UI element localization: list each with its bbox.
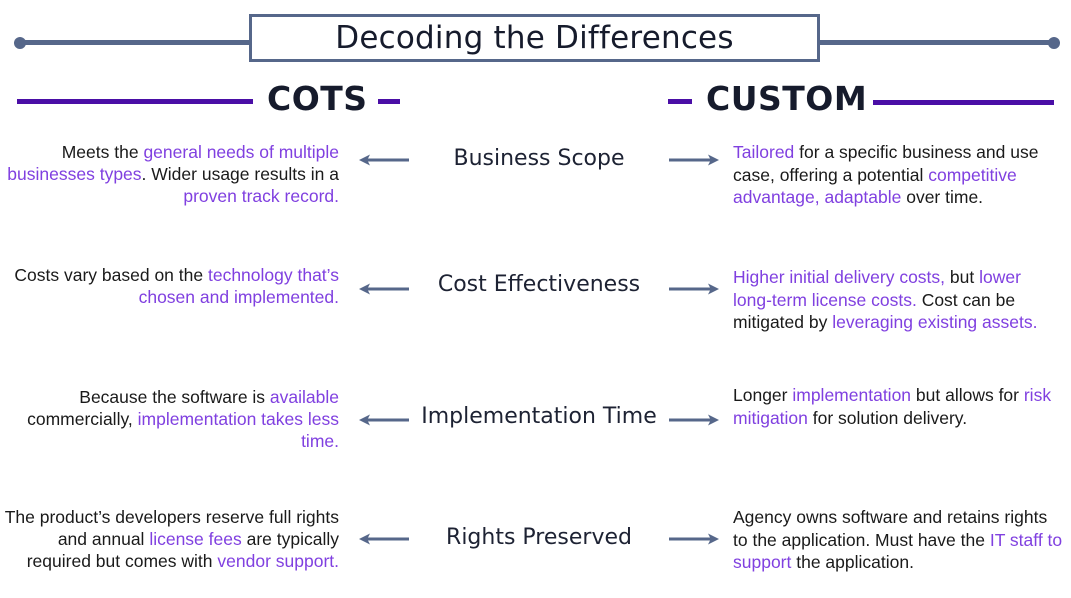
custom-accent-line-long <box>873 100 1054 105</box>
body-text: commercially, <box>27 409 138 429</box>
highlighted-text: implementation takes less time. <box>137 409 339 451</box>
body-text: for a specific business and use case, of… <box>733 142 1039 185</box>
highlighted-text: IT staff to support <box>733 529 1063 573</box>
cots-accent-line-long <box>17 99 253 104</box>
body-text: . Wider usage results in a <box>141 164 339 184</box>
highlighted-text: available <box>269 387 339 407</box>
arrow-right-icon <box>669 414 719 426</box>
cots-accent-line-short <box>378 99 400 104</box>
body-text: The product’s developers reserve full ri… <box>4 507 339 549</box>
body-text: Cost can be mitigated by <box>733 289 1016 333</box>
arrow-left-icon <box>359 154 409 166</box>
body-text: for solution delivery. <box>807 407 968 428</box>
highlighted-text: technology that’s chosen and implemented… <box>138 265 339 307</box>
body-text: over time. <box>901 187 984 207</box>
arrow-left-icon <box>359 533 409 545</box>
body-text: but <box>945 267 980 287</box>
highlighted-text: competitive advantage, adaptable <box>733 164 1017 208</box>
criterion-label: Cost Effectiveness <box>437 272 641 297</box>
arrow-right-icon <box>669 283 719 295</box>
arrow-right-icon <box>669 154 719 166</box>
body-text: Costs vary based on the <box>14 265 208 285</box>
arrow-left-icon <box>359 283 409 295</box>
custom-description: Tailored for a specific business and use… <box>733 141 1063 209</box>
custom-heading: CUSTOM <box>706 79 868 118</box>
highlighted-text: implementation <box>792 385 912 405</box>
custom-description: Agency owns software and retains rights … <box>733 506 1063 574</box>
criterion-label: Rights Preserved <box>446 525 632 550</box>
body-text: but allows for <box>911 385 1024 405</box>
cots-description: Meets the general needs of multiple busi… <box>0 141 339 207</box>
custom-accent-line-short <box>668 99 692 104</box>
body-text: are typically required but comes with <box>26 529 339 571</box>
cots-heading: COTS <box>267 79 368 118</box>
right-connector-line <box>818 40 1054 45</box>
cots-description: The product’s developers reserve full ri… <box>0 506 339 572</box>
body-text: Agency owns software and retains rights … <box>733 507 1048 550</box>
highlighted-text: general needs of multiple businesses typ… <box>7 142 339 184</box>
right-endpoint-dot-icon <box>1048 36 1060 49</box>
criterion-label: Business Scope <box>453 146 625 171</box>
highlighted-text: license fees <box>149 529 242 549</box>
body-text: Longer <box>733 385 793 405</box>
criterion-label: Implementation Time <box>421 404 657 429</box>
custom-description: Longer implementation but allows for ris… <box>733 384 1063 429</box>
highlighted-text: vendor support. <box>217 551 339 571</box>
cots-description: Costs vary based on the technology that’… <box>0 264 339 308</box>
arrow-right-icon <box>669 533 719 545</box>
custom-description: Higher initial delivery costs, but lower… <box>733 266 1063 334</box>
highlighted-text: lower long-term license costs. <box>733 267 1021 310</box>
body-text: Meets the <box>61 142 144 162</box>
highlighted-text: proven track record. <box>183 186 339 206</box>
cots-description: Because the software is available commer… <box>0 386 339 452</box>
page-title: Decoding the Differences <box>335 20 734 56</box>
arrow-left-icon <box>359 414 409 426</box>
highlighted-text: Tailored <box>733 142 795 162</box>
highlighted-text: risk mitigation <box>733 385 1052 428</box>
title-box: Decoding the Differences <box>249 14 820 62</box>
highlighted-text: Higher initial delivery costs, <box>733 267 946 287</box>
highlighted-text: leveraging existing assets. <box>832 312 1038 332</box>
body-text: Because the software is <box>79 387 270 407</box>
left-connector-line <box>20 40 252 45</box>
body-text: the application. <box>791 552 914 572</box>
